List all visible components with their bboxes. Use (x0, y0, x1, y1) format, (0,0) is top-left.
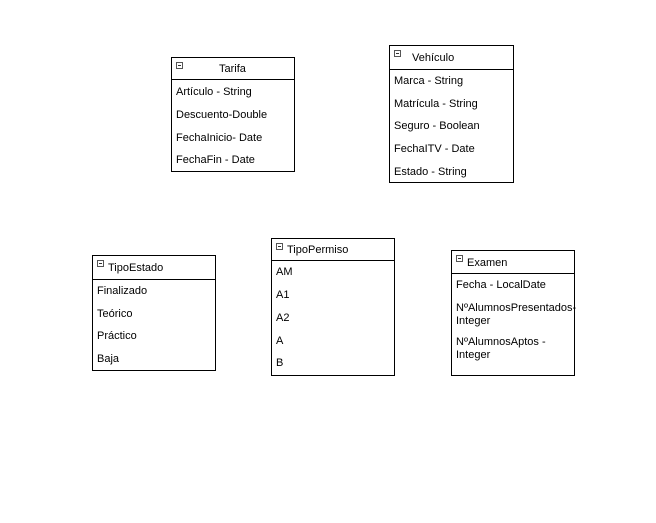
class-title-tarifa: Tarifa (219, 63, 246, 75)
class-title-tipoestado: TipoEstado (108, 262, 164, 274)
attribute-marca: Marca - String (394, 75, 464, 87)
class-header-tarifa: Tarifa (172, 58, 294, 80)
attribute-fechafin: FechaFin - Date (176, 154, 255, 166)
enum-value-a1: A1 (276, 289, 290, 301)
class-box-tarifa[interactable]: Tarifa Artículo - String Descuento-Doubl… (171, 57, 295, 172)
enum-value-a: A (276, 335, 284, 347)
class-title-vehiculo: Vehículo (412, 52, 455, 64)
attribute-estado: Estado - String (394, 166, 467, 178)
attribute-articulo: Artículo - String (176, 86, 252, 98)
class-header-vehiculo: Vehículo (390, 46, 513, 70)
attribute-alumnos-presentados-type: Integer (456, 315, 491, 327)
collapse-icon[interactable] (456, 255, 463, 262)
class-header-examen: Examen (452, 251, 574, 274)
collapse-icon[interactable] (276, 243, 283, 250)
collapse-icon[interactable] (394, 50, 401, 57)
class-header-tipoestado: TipoEstado (93, 256, 215, 280)
class-header-tipopermiso: TipoPermiso (272, 239, 394, 261)
enum-value-baja: Baja (97, 353, 120, 365)
class-box-tipopermiso[interactable]: TipoPermiso AM A1 A2 A B (271, 238, 395, 376)
class-box-tipoestado[interactable]: TipoEstado Finalizado Teórico Práctico B… (92, 255, 216, 371)
attribute-alumnos-presentados: NºAlumnosPresentados- (456, 302, 577, 314)
attribute-alumnos-aptos-type: Integer (456, 349, 491, 361)
collapse-icon[interactable] (176, 62, 183, 69)
attribute-alumnos-aptos: NºAlumnosAptos - (456, 336, 546, 348)
attribute-descuento: Descuento-Double (176, 109, 268, 121)
attribute-fechainicio: FechaInicio- Date (176, 132, 263, 144)
class-title-tipopermiso: TipoPermiso (287, 244, 349, 256)
enum-value-teorico: Teórico (97, 308, 133, 320)
collapse-icon[interactable] (97, 260, 104, 267)
class-title-examen: Examen (467, 257, 508, 269)
enum-value-am: AM (276, 266, 293, 278)
attribute-fecha: Fecha - LocalDate (456, 279, 546, 291)
class-box-vehiculo[interactable]: Vehículo Marca - String Matrícula - Stri… (389, 45, 514, 183)
class-box-examen[interactable]: Examen Fecha - LocalDate NºAlumnosPresen… (451, 250, 577, 376)
enum-value-b: B (276, 357, 284, 369)
enum-value-a2: A2 (276, 312, 290, 324)
attribute-seguro: Seguro - Boolean (394, 120, 480, 132)
attribute-matricula: Matrícula - String (394, 98, 478, 110)
enum-value-practico: Práctico (97, 330, 137, 342)
enum-value-finalizado: Finalizado (97, 285, 148, 297)
attribute-fechaitv: FechaITV - Date (394, 143, 475, 155)
